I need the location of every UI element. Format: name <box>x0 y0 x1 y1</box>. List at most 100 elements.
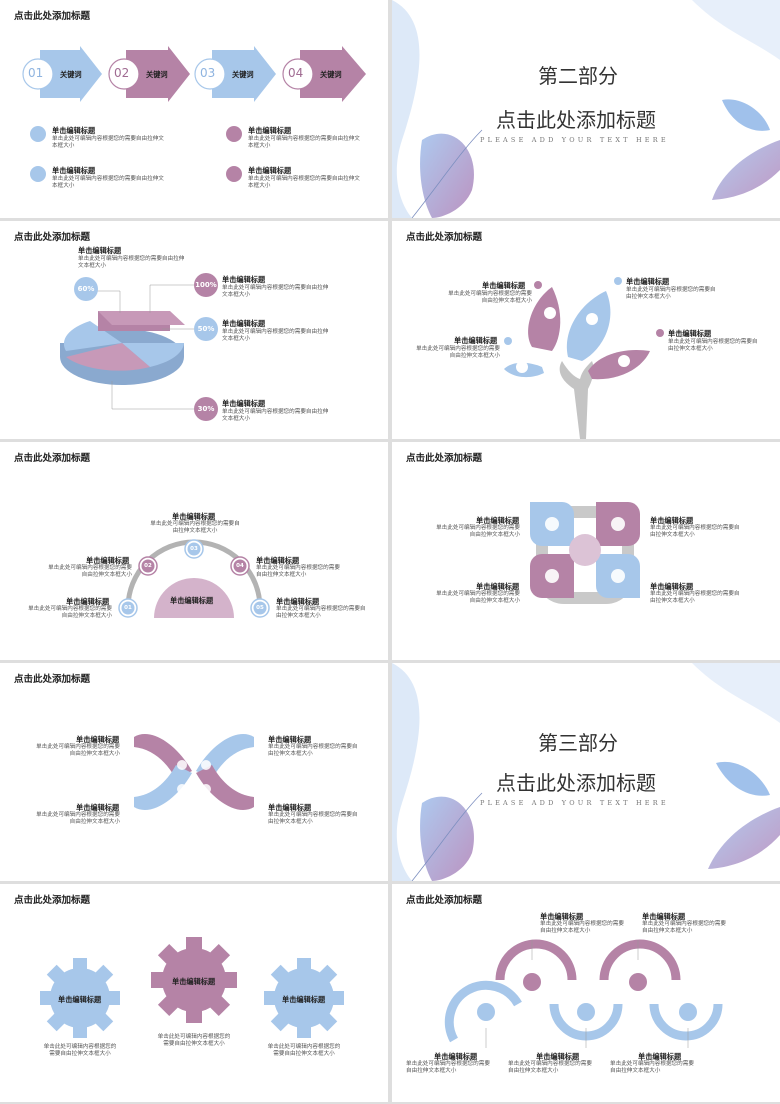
item-body: 单击此处可编辑内容根据您的需要自由拉伸文本框大小 <box>222 329 329 342</box>
arrow-label-2: 关键词 <box>146 70 168 79</box>
item-heading: 单击编辑标题 <box>52 166 96 175</box>
slide-title: 点击此处添加标题 <box>406 453 483 464</box>
step-num: 04 <box>236 563 244 569</box>
quadrant-graphic <box>530 502 640 604</box>
item-heading: 单击编辑标题 <box>222 319 266 328</box>
item-heading: 单击编辑标题 <box>536 1052 580 1061</box>
arrow-1 <box>40 46 102 102</box>
center-label: 单击编辑标题 <box>170 596 214 605</box>
slide-title: 点击此处添加标题 <box>14 674 91 685</box>
item-heading: 单击编辑标题 <box>66 597 110 606</box>
item-body: 单击此处可编辑内容根据您的需要自由拉伸文本框大小 <box>36 812 120 825</box>
item-heading: 单击编辑标题 <box>482 281 526 290</box>
item-heading: 单击编辑标题 <box>434 1052 478 1061</box>
item-body: 单击此处可编辑内容根据您的需要自由拉伸文本框大小 <box>267 1044 341 1057</box>
step-num: 01 <box>124 605 132 611</box>
item-heading: 单击编辑标题 <box>248 166 292 175</box>
arrow-4 <box>300 46 366 102</box>
bullet-dot <box>30 126 46 142</box>
arrow-3 <box>212 46 276 102</box>
arrow-label-1: 关键词 <box>60 70 82 79</box>
section-part: 第三部分 <box>538 731 618 755</box>
item-body: 单击此处可编辑内容根据您的需要自由拉伸文本框大小 <box>28 606 112 619</box>
item-body: 单击此处可编辑内容根据您的需要自由拉伸文本框大小 <box>248 176 360 189</box>
item-body: 单击此处可编辑内容根据您的需要自由拉伸文本框大小 <box>52 176 164 189</box>
item-heading: 单击编辑标题 <box>86 556 130 565</box>
item-body: 单击此处可编辑内容根据您的需要自由拉伸文本框大小 <box>48 565 132 578</box>
gears-graphic <box>40 937 344 1038</box>
slide-title: 点击此处添加标题 <box>14 895 91 906</box>
item-body: 单击此处可编辑内容根据您的需要自由拉伸文本框大小 <box>268 744 358 757</box>
section-part: 第二部分 <box>538 64 618 88</box>
item-body: 单击此处可编辑内容根据您的需要自由拉伸文本框大小 <box>610 1061 694 1074</box>
wave-graphic <box>444 939 723 1048</box>
item-body: 单击此处可编辑内容根据您的需要自由拉伸文本框大小 <box>436 525 520 538</box>
item-heading: 单击编辑标题 <box>668 329 712 338</box>
feather-decoration <box>392 663 780 881</box>
item-heading: 单击编辑标题 <box>638 1052 682 1061</box>
item-body: 单击此处可编辑内容根据您的需要自由拉伸文本框大小 <box>222 285 329 298</box>
step-num: 05 <box>256 605 264 611</box>
item-heading: 单击编辑标题 <box>172 512 216 521</box>
pct-badge: 30% <box>194 397 218 421</box>
pct-badge: 60% <box>74 277 98 301</box>
feather-decoration <box>392 0 780 218</box>
item-heading: 单击编辑标题 <box>650 582 694 591</box>
pct-badge: 50% <box>194 317 218 341</box>
arrow-num-2: 02 <box>114 66 130 80</box>
arrow-num-4: 04 <box>288 66 304 80</box>
item-body: 单击此处可编辑内容根据您的需要自由拉伸文本框大小 <box>642 921 726 934</box>
slide-title: 点击此处添加标题 <box>14 453 91 464</box>
slide-quadrant[interactable]: 点击此处添加标题 单击编辑标题 单击此处可编辑内容根据您的需要自由拉伸文本框大小… <box>392 442 780 660</box>
slide-pie[interactable]: 点击此处添加标题 60% 单击编辑标题 单击此处可编辑内容根据您的需要自由拉伸文… <box>0 221 388 439</box>
item-heading: 单击编辑标题 <box>78 246 122 255</box>
slide-title: 点击此处添加标题 <box>406 895 483 906</box>
item-heading: 单击编辑标题 <box>650 516 694 525</box>
item-body: 单击此处可编辑内容根据您的需要自由拉伸文本框大小 <box>626 287 716 300</box>
item-heading: 单击编辑标题 <box>642 912 686 921</box>
item-body: 单击此处可编辑内容根据您的需要自由拉伸文本框大小 <box>157 1034 231 1047</box>
section-title: 点击此处添加标题 <box>496 771 656 795</box>
item-body: 单击此处可编辑内容根据您的需要自由拉伸文本框大小 <box>448 291 532 304</box>
section-subtitle: PLEASE ADD YOUR TEXT HERE <box>480 136 669 144</box>
item-body: 单击此处可编辑内容根据您的需要自由拉伸文本框大小 <box>668 339 758 352</box>
item-body: 单击此处可编辑内容根据您的需要自由拉伸文本框大小 <box>268 812 358 825</box>
step-num: 02 <box>144 563 152 569</box>
slide-tree[interactable]: 点击此处添加标题 单击编辑标题 单击此处可编辑内容根据您的需要自由拉伸文本框大小… <box>392 221 780 439</box>
section-subtitle: PLEASE ADD YOUR TEXT HERE <box>480 799 669 807</box>
tree-graphic <box>504 277 664 439</box>
slide-wave[interactable]: 点击此处添加标题 单击编辑标题 单击此处可编辑内容根据您的需要自由拉伸文本框大小… <box>392 884 780 1102</box>
item-body: 单击此处可编辑内容根据您的需要自由拉伸文本框大小 <box>36 744 120 757</box>
slide-title: 点击此处添加标题 <box>406 232 483 243</box>
bullet-dot <box>30 166 46 182</box>
item-heading: 单击编辑标题 <box>256 556 300 565</box>
butterfly-graphic <box>134 734 254 810</box>
pct-badge: 100% <box>194 273 218 297</box>
slide-section-2[interactable]: 第二部分 点击此处添加标题 PLEASE ADD YOUR TEXT HERE <box>392 0 780 218</box>
item-body: 单击此处可编辑内容根据您的需要自由拉伸文本框大小 <box>256 565 340 578</box>
item-heading: 单击编辑标题 <box>540 912 584 921</box>
item-body: 单击此处可编辑内容根据您的需要自由拉伸文本框大小 <box>650 591 740 604</box>
item-body: 单击此处可编辑内容根据您的需要自由拉伸文本框大小 <box>222 409 329 422</box>
item-heading: 单击编辑标题 <box>248 126 292 135</box>
item-heading: 单击编辑标题 <box>276 597 320 606</box>
slide-keywords[interactable]: 点击此处添加标题 01 02 03 04 关键词 关键词 关键词 关键词 单击编… <box>0 0 388 218</box>
item-heading: 单击编辑标题 <box>52 126 96 135</box>
item-body: 单击此处可编辑内容根据您的需要自由拉伸文本框大小 <box>276 606 366 619</box>
slide-gears[interactable]: 点击此处添加标题 <box>0 884 388 1102</box>
item-body: 单击此处可编辑内容根据您的需要自由拉伸文本框大小 <box>52 136 164 149</box>
section-title: 点击此处添加标题 <box>496 108 656 132</box>
item-body: 单击此处可编辑内容根据您的需要自由拉伸文本框大小 <box>436 591 520 604</box>
gear-label: 单击编辑标题 <box>172 977 216 986</box>
step-num: 03 <box>190 546 198 552</box>
gear-label: 单击编辑标题 <box>58 995 102 1004</box>
item-heading: 单击编辑标题 <box>222 399 266 408</box>
slide-arc[interactable]: 点击此处添加标题 01 02 03 04 05 单击编辑标题 单击编辑标题 单击… <box>0 442 388 660</box>
item-body: 单击此处可编辑内容根据您的需要自由拉伸文本框大小 <box>540 921 624 934</box>
item-body: 单击此处可编辑内容根据您的需要自由拉伸文本框大小 <box>43 1044 117 1057</box>
slide-section-3[interactable]: 第三部分 点击此处添加标题 PLEASE ADD YOUR TEXT HERE <box>392 663 780 881</box>
bullet-dot <box>226 126 242 142</box>
slide-butterfly[interactable]: 点击此处添加标题 单击编辑标题 单击此处可编辑内容根据您的需要自由拉伸文本框大小… <box>0 663 388 881</box>
arrow-num-1: 01 <box>28 66 44 80</box>
